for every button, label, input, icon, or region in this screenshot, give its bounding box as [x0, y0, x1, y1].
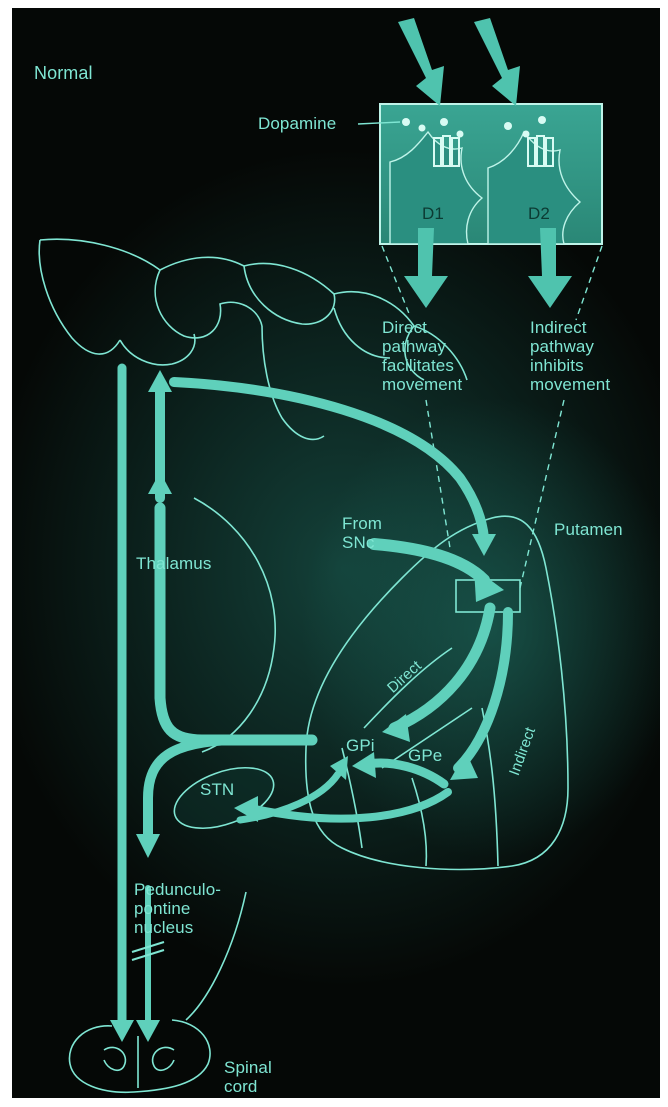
basal-ganglia-diagram: Normal Dopamine D1 D2 Direct pathway fac…	[12, 8, 660, 1098]
direct-pathway-label: Direct pathway facilitates movement	[382, 318, 462, 394]
putamen-label: Putamen	[554, 520, 623, 539]
diagram-canvas	[12, 8, 660, 1098]
d2-label: D2	[528, 204, 550, 223]
indirect-pathway-label: Indirect pathway inhibits movement	[530, 318, 610, 394]
from-snc-label: From SNc	[342, 514, 382, 552]
pedunculopontine-label: Pedunculo- pontine nucleus	[134, 880, 221, 937]
d1-label: D1	[422, 204, 444, 223]
gpi-label: GPi	[346, 736, 375, 755]
thalamus-label: Thalamus	[136, 554, 211, 573]
synapse-box	[380, 104, 602, 244]
diagram-title: Normal	[34, 64, 93, 83]
dopamine-label: Dopamine	[258, 114, 336, 133]
incoming-arrows	[398, 18, 520, 106]
gpe-label: GPe	[408, 746, 442, 765]
stn-label: STN	[200, 780, 234, 799]
spinal-cord-label: Spinal cord	[224, 1058, 272, 1096]
